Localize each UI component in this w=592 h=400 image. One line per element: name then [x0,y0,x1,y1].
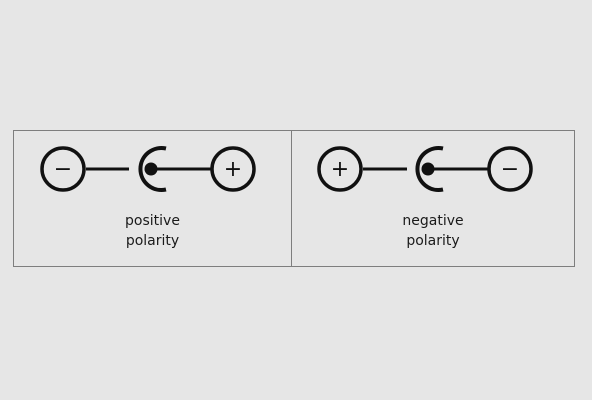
plus-terminal-icon: + [317,146,363,192]
panel-positive-polarity: − + positive polarity [14,131,291,266]
svg-text:−: − [54,157,72,182]
panel-divider [291,131,292,266]
svg-text:+: + [224,157,242,182]
caption-negative-polarity: negative polarity [292,211,574,251]
minus-terminal-icon: − [40,146,86,192]
barrel-connector-icon [138,146,167,192]
positive-polarity-symbol: − + [40,146,256,192]
caption-line-1: positive [125,213,180,229]
panel-negative-polarity: + − negative polarity [292,131,574,266]
caption-line-2: polarity [125,233,180,249]
caption-line-1: negative [402,213,464,229]
negative-polarity-symbol: + − [317,146,533,192]
minus-terminal-icon: − [487,146,533,192]
barrel-connector-icon [415,146,444,192]
svg-text:−: − [501,157,519,182]
plus-terminal-icon: + [210,146,256,192]
svg-text:+: + [331,157,349,182]
polarity-diagram: − + positive polarity + [13,130,575,267]
caption-positive-polarity: positive polarity [14,211,291,251]
caption-line-2: polarity [406,233,460,249]
